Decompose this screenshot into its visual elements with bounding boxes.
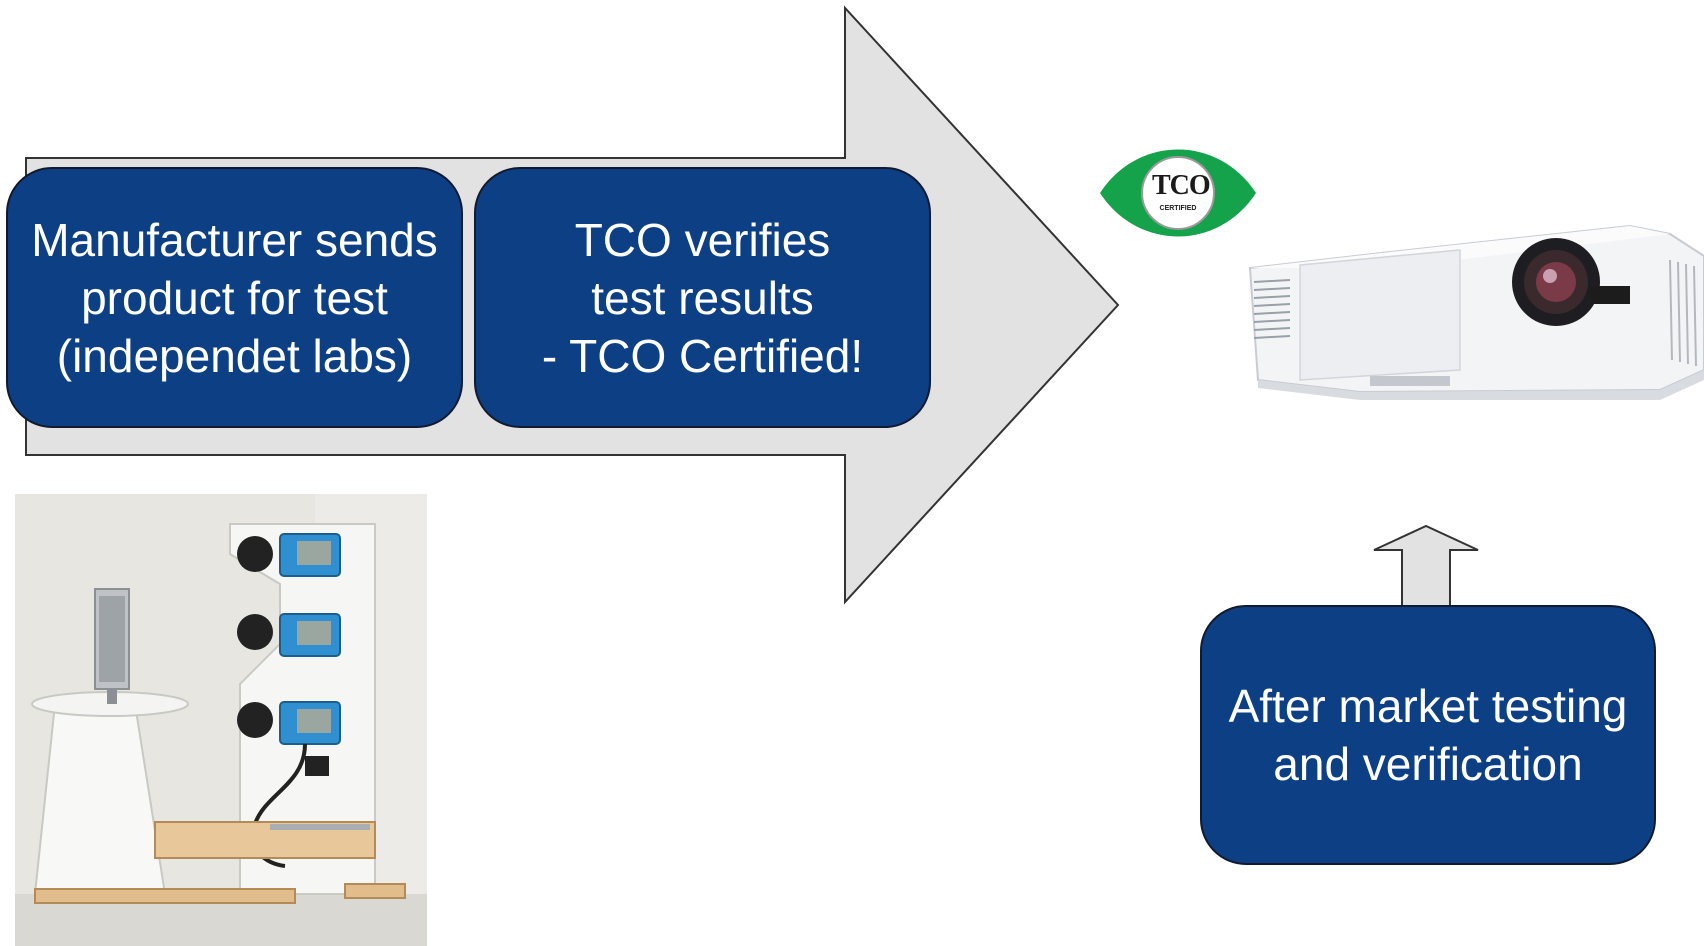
logo-brand-text: TCO	[1152, 170, 1211, 201]
after-market-text: After market testing and verification	[1228, 680, 1628, 790]
step-text-tco-verifies: TCO verifies test results - TCO Certifie…	[541, 213, 864, 382]
step-box-manufacturer: Manufacturer sends product for test (ind…	[6, 167, 463, 428]
logo-sub-text: CERTIFIED	[1159, 205, 1197, 212]
step-text-manufacturer: Manufacturer sends product for test (ind…	[31, 213, 438, 382]
step-box-tco-verifies: TCO verifies test results - TCO Certifie…	[474, 167, 931, 428]
test-lab-rig-photo	[15, 494, 427, 946]
after-market-box: After market testing and verification	[1200, 605, 1656, 865]
projector-photo	[1240, 220, 1704, 400]
up-arrow-icon	[1373, 524, 1479, 609]
tco-certified-eye-icon: TCO CERTIFIED	[1098, 141, 1258, 245]
